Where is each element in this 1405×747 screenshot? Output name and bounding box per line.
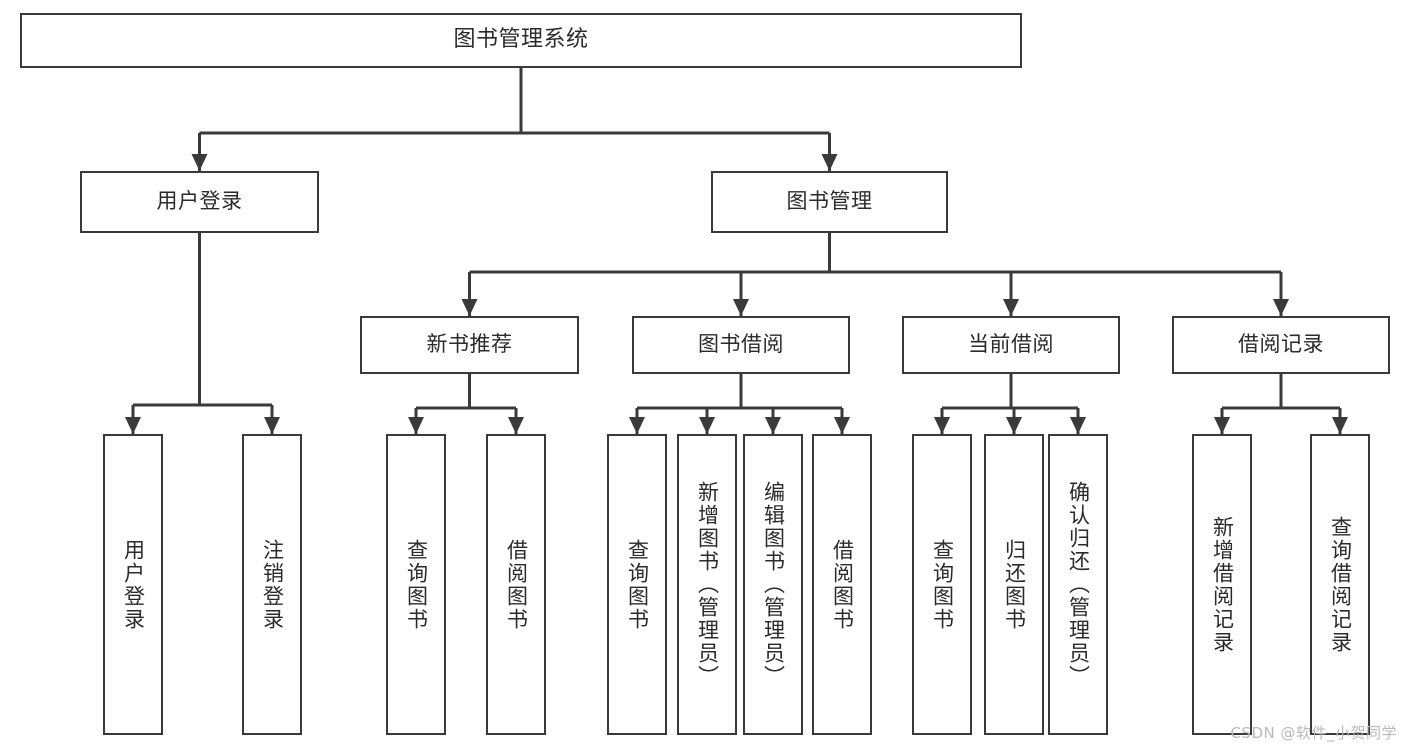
node-leaf-user-logout: 注销登录 <box>242 434 302 735</box>
node-leaf-recommend-borrow-book: 借阅图书 <box>486 434 546 735</box>
arrow-head-leaf-user-logout <box>264 417 280 434</box>
node-label-leaf-user-login: 用户登录 <box>121 538 146 631</box>
node-label-leaf-current-query-book: 查询图书 <box>930 538 955 631</box>
watermark: CSDN @软件_小贺同学 <box>1230 724 1397 742</box>
node-leaf-current-confirm-return: 确认归还（管理员） <box>1048 434 1108 735</box>
node-label-book-borrow: 图书借阅 <box>698 332 784 357</box>
node-label-leaf-current-confirm-return: 确认归还（管理员） <box>1066 481 1091 688</box>
node-leaf-recommend-query-book: 查询图书 <box>386 434 446 735</box>
arrow-head-leaf-current-confirm-return <box>1070 417 1086 434</box>
node-label-leaf-borrow-add-book: 新增图书（管理员） <box>695 481 720 688</box>
arrow-head-new-book-recommend <box>461 299 478 316</box>
node-label-book-manage: 图书管理 <box>786 189 873 214</box>
node-leaf-record-query: 查询借阅记录 <box>1310 434 1370 735</box>
arrow-head-borrow-record <box>1273 299 1289 316</box>
node-label-new-book-recommend: 新书推荐 <box>426 332 513 357</box>
arrow-head-leaf-record-add <box>1214 417 1230 434</box>
arrow-head-book-borrow <box>733 299 749 316</box>
arrow-head-leaf-recommend-query-book <box>408 417 424 434</box>
node-label-leaf-borrow-edit-book: 编辑图书（管理员） <box>761 481 786 688</box>
node-leaf-borrow-edit-book: 编辑图书（管理员） <box>743 434 803 735</box>
node-label-leaf-borrow-query-book: 查询图书 <box>625 538 650 631</box>
arrow-head-leaf-recommend-borrow-book <box>508 417 524 434</box>
arrow-head-leaf-current-query-book <box>934 417 950 434</box>
node-leaf-borrow-query-book: 查询图书 <box>607 434 667 735</box>
node-leaf-record-add: 新增借阅记录 <box>1192 434 1252 735</box>
node-borrow-record: 借阅记录 <box>1172 316 1390 374</box>
node-label-user-login: 用户登录 <box>156 189 243 214</box>
arrow-head-book-manage <box>821 154 838 171</box>
node-leaf-current-query-book: 查询图书 <box>912 434 972 735</box>
node-book-manage: 图书管理 <box>711 171 948 233</box>
node-label-leaf-borrow-borrow-book: 借阅图书 <box>830 538 855 631</box>
arrow-head-leaf-record-query <box>1332 417 1348 434</box>
node-leaf-current-return-book: 归还图书 <box>984 434 1044 735</box>
node-leaf-borrow-add-book: 新增图书（管理员） <box>677 434 737 735</box>
node-root: 图书管理系统 <box>20 13 1022 68</box>
node-current-borrow: 当前借阅 <box>902 316 1120 374</box>
node-leaf-borrow-borrow-book: 借阅图书 <box>812 434 872 735</box>
node-label-root: 图书管理系统 <box>453 27 589 53</box>
arrow-head-leaf-borrow-edit-book <box>765 417 781 434</box>
node-leaf-user-login: 用户登录 <box>103 434 163 735</box>
node-label-leaf-current-return-book: 归还图书 <box>1002 538 1027 631</box>
node-label-leaf-record-query: 查询借阅记录 <box>1328 515 1353 654</box>
node-label-leaf-recommend-query-book: 查询图书 <box>404 538 429 631</box>
arrow-head-leaf-borrow-borrow-book <box>834 417 850 434</box>
node-label-current-borrow: 当前借阅 <box>968 332 1054 357</box>
node-user-login: 用户登录 <box>80 171 319 233</box>
arrow-head-user-login <box>191 154 208 171</box>
node-book-borrow: 图书借阅 <box>632 316 850 374</box>
arrow-head-current-borrow <box>1003 299 1019 316</box>
arrow-head-leaf-current-return-book <box>1006 417 1022 434</box>
node-label-leaf-record-add: 新增借阅记录 <box>1210 515 1235 654</box>
arrow-head-leaf-borrow-add-book <box>699 417 715 434</box>
node-label-borrow-record: 借阅记录 <box>1238 332 1324 357</box>
arrow-head-leaf-borrow-query-book <box>629 417 645 434</box>
arrow-head-leaf-user-login <box>125 417 141 434</box>
node-label-leaf-user-logout: 注销登录 <box>260 538 285 631</box>
node-label-leaf-recommend-borrow-book: 借阅图书 <box>504 538 529 631</box>
node-new-book-recommend: 新书推荐 <box>360 316 579 374</box>
